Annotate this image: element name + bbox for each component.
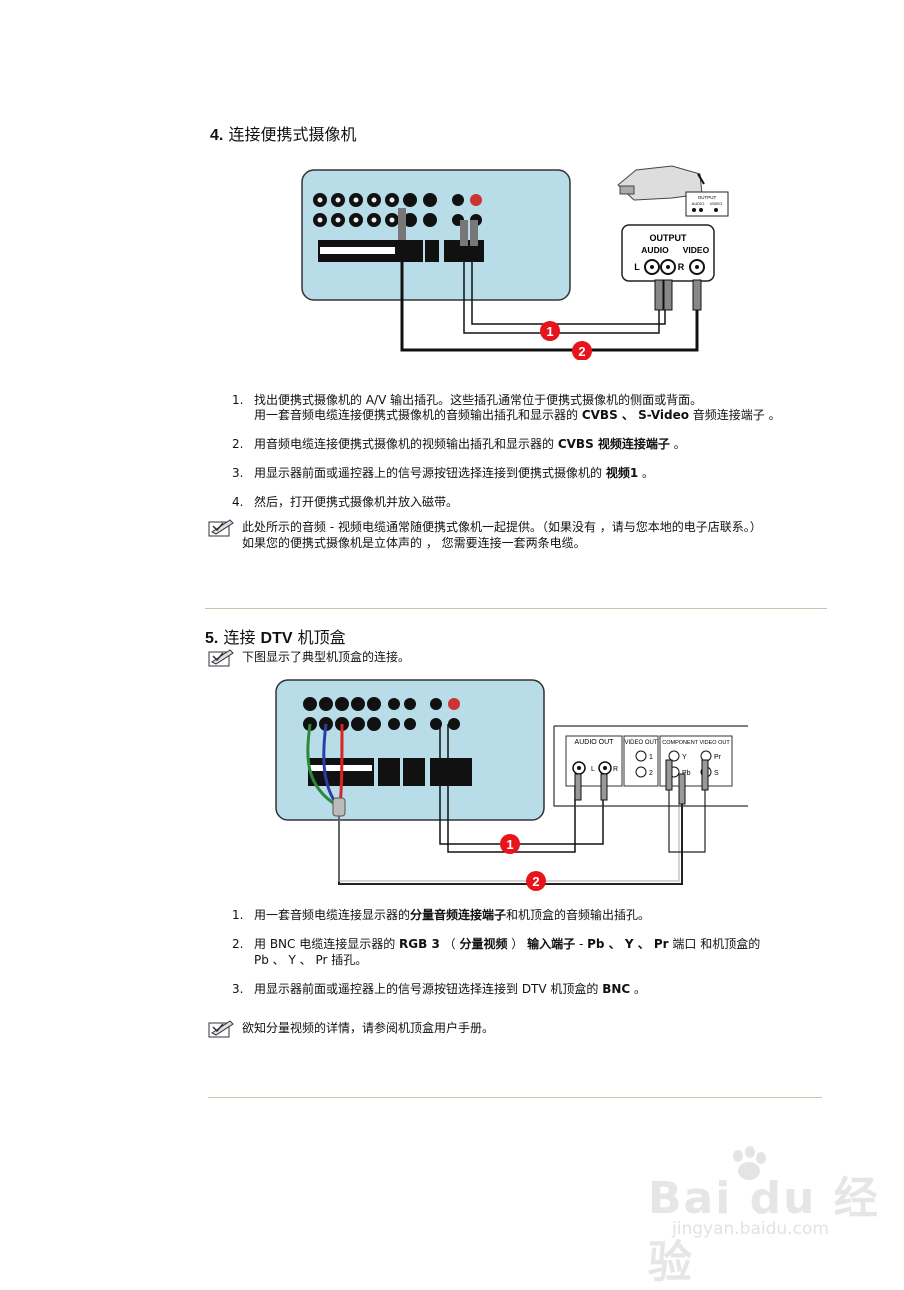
svg-text:Y: Y	[682, 754, 687, 761]
note-pencil-icon	[208, 1020, 234, 1038]
svg-text:OUTPUT: OUTPUT	[698, 195, 717, 200]
svg-text:R: R	[613, 766, 618, 773]
svg-text:OUTPUT: OUTPUT	[650, 233, 688, 243]
svg-text:Pb: Pb	[682, 770, 691, 777]
section4-title: 连接便携式摄像机	[228, 125, 357, 144]
svg-text:R: R	[678, 262, 685, 272]
section4-note-line2: 如果您的便携式摄像机是立体声的 ， 您需要连接一套两条电缆。	[242, 536, 586, 550]
section-divider	[205, 608, 827, 609]
section5-heading: 5. 连接 DTV 机顶盒	[205, 628, 346, 647]
svg-text:AUDIO OUT: AUDIO OUT	[575, 739, 615, 746]
svg-text:VIDEO: VIDEO	[710, 201, 722, 206]
svg-text:L: L	[634, 262, 640, 272]
svg-text:COMPONENT VIDEO OUT: COMPONENT VIDEO OUT	[662, 740, 730, 746]
note-pencil-icon	[208, 519, 234, 537]
monitor-back-panel	[301, 169, 571, 301]
section5-note: 欲知分量视频的详情，请参阅机顶盒用户手册。	[242, 1021, 495, 1035]
settop-box-outline	[553, 725, 748, 807]
svg-text:1: 1	[649, 754, 653, 761]
svg-text:AUDIO: AUDIO	[641, 245, 669, 255]
section4-note-line1: 此处所示的音频 - 视频电缆通常随便携式像机一起提供。（如果没有 ，请与您本地的…	[242, 520, 762, 534]
svg-text:S: S	[714, 770, 719, 777]
svg-text:L: L	[591, 766, 595, 773]
dtv-settop-connection-diagram: 1 2 AUDIO OUT VIDEO OUT COMPONENT VIDEO …	[275, 679, 748, 891]
svg-text:1: 1	[546, 324, 553, 339]
baidu-paw-icon	[733, 1146, 766, 1180]
svg-text:VIDEO OUT: VIDEO OUT	[624, 740, 657, 746]
svg-text:VIDEO: VIDEO	[683, 245, 710, 255]
watermark-url: jingyan.baidu.com	[672, 1219, 829, 1239]
section5-intro: 下图显示了典型机顶盒的连接。	[242, 650, 411, 664]
svg-text:AUDIO: AUDIO	[692, 201, 705, 206]
svg-text:1: 1	[506, 837, 513, 852]
section4-heading: 4. 连接便携式摄像机	[210, 121, 356, 145]
svg-text:2: 2	[649, 770, 653, 777]
camcorder	[617, 165, 703, 201]
camcorder-connection-diagram: 1 2 OUTPUT AUDIO VIDEO L R OUTPUT AUDIO …	[301, 165, 729, 360]
svg-text:2: 2	[578, 344, 585, 359]
svg-text:Pr: Pr	[714, 754, 722, 761]
note-pencil-icon	[208, 649, 234, 667]
section4-number: 4.	[210, 127, 224, 144]
svg-text:2: 2	[532, 874, 539, 889]
section-divider-bottom	[208, 1097, 822, 1098]
